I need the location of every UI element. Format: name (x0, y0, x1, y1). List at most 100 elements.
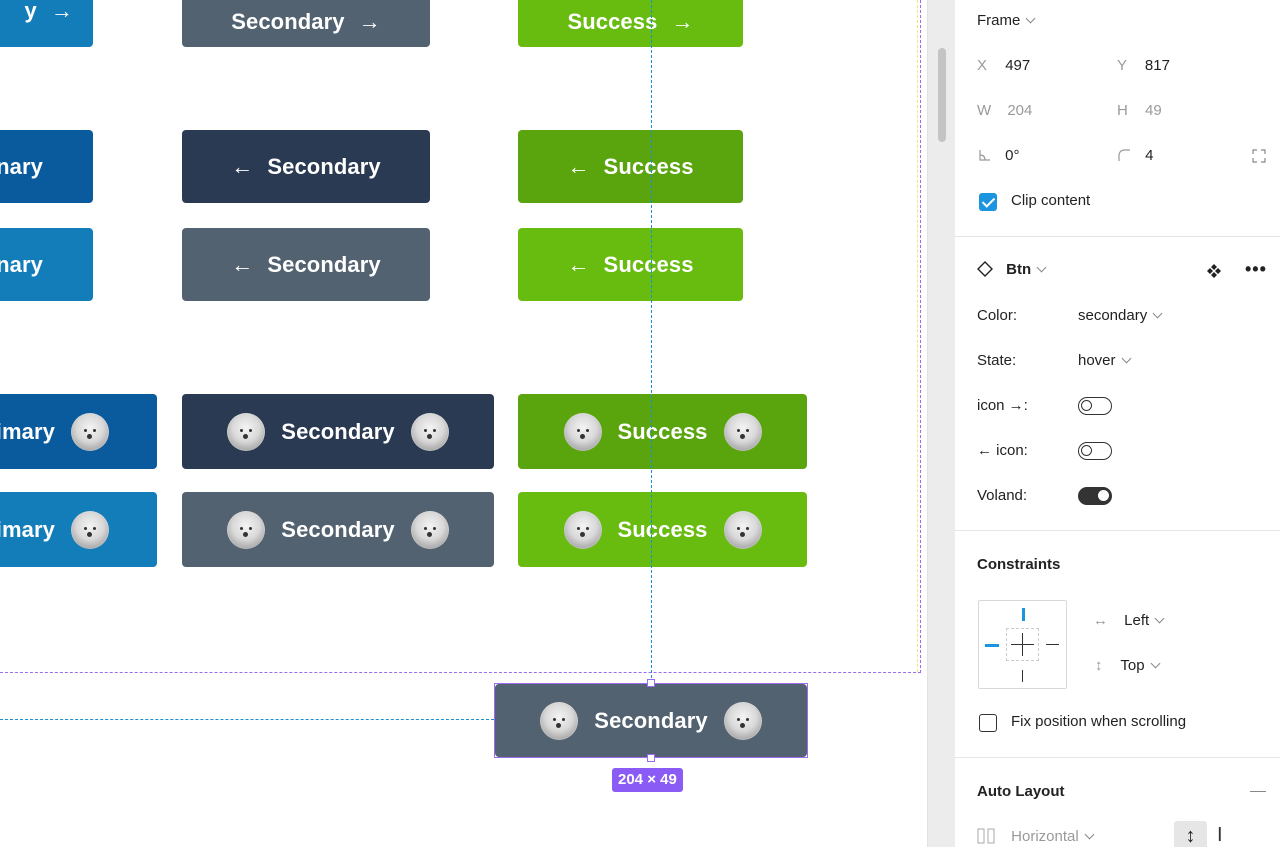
resize-handle-top[interactable] (647, 679, 655, 687)
color-prop-label: Color: (977, 307, 1018, 324)
arrow-left-icon: ← (231, 251, 254, 277)
go-to-main-component-icon[interactable] (1206, 263, 1222, 279)
button-label: Secondary (231, 9, 345, 34)
canvas-scrollbar[interactable] (927, 0, 955, 847)
vertical-guide-line (651, 0, 652, 683)
button-label: nary (0, 153, 43, 179)
secondary-button-arrow-left[interactable]: ← Secondary (182, 228, 430, 301)
clip-content-checkbox[interactable] (979, 193, 997, 211)
constraints-inner-box (1006, 628, 1039, 661)
more-options-icon[interactable]: ••• (1245, 259, 1267, 279)
selected-secondary-button[interactable]: Secondary (495, 684, 807, 757)
arrow-left-icon: ← (567, 153, 590, 179)
resize-vertical-icon[interactable]: ↕ (1174, 821, 1207, 847)
w-value: 204 (1007, 102, 1033, 119)
y-field[interactable]: Y 817 (1117, 57, 1170, 74)
frame-boundary (0, 0, 921, 673)
layout-direction-value: Horizontal (1011, 828, 1079, 845)
fix-position-checkbox[interactable] (979, 714, 997, 732)
resize-handle-bottom[interactable] (647, 754, 655, 762)
wolf-avatar-icon (723, 510, 762, 549)
chevron-down-icon (1036, 262, 1047, 273)
constraint-left-indicator[interactable] (985, 644, 999, 647)
vertical-arrows-icon: ↕ (1095, 657, 1103, 674)
button-label: Success (567, 9, 658, 34)
button-label: imary (0, 516, 55, 542)
chevron-down-icon (1121, 353, 1131, 364)
primary-button-avatar[interactable]: imary (0, 492, 157, 567)
success-button-avatar[interactable]: Success (518, 492, 807, 567)
remove-auto-layout-icon[interactable] (1250, 791, 1266, 792)
x-field[interactable]: X 497 (977, 57, 1030, 74)
voland-prop-label: Voland: (977, 487, 1028, 504)
chevron-down-icon (1025, 13, 1036, 24)
color-prop-value: secondary (1078, 307, 1148, 324)
component-name: Btn (1006, 261, 1032, 278)
rotation-field[interactable]: 0° (977, 147, 1020, 164)
wolf-avatar-icon (410, 510, 449, 549)
icon-right-prop-label: icon →: (977, 397, 1028, 414)
button-label: imary (0, 418, 55, 444)
wolf-avatar-icon (227, 412, 266, 451)
color-prop-dropdown[interactable]: secondary (1078, 307, 1163, 324)
wolf-avatar-icon (71, 510, 109, 549)
frame-section: Frame X 497 Y 817 W 204 H 49 0° 4 Clip c… (955, 0, 1280, 237)
secondary-button-arrow-left-hover[interactable]: ← Secondary (182, 130, 430, 203)
success-button-arrow-left[interactable]: ← Success (518, 228, 743, 301)
button-label: nary (0, 251, 43, 277)
success-button-avatar-hover[interactable]: Success (518, 394, 807, 469)
size-badge: 204 × 49 (612, 768, 683, 792)
horizontal-guide-line (0, 719, 494, 720)
icon-right-toggle[interactable] (1078, 397, 1112, 415)
constraints-widget[interactable] (978, 600, 1067, 689)
state-prop-value: hover (1078, 352, 1116, 369)
vertical-constraint-dropdown[interactable]: ↕ Top (1095, 657, 1161, 674)
component-name-dropdown[interactable]: Btn (977, 261, 1047, 278)
auto-layout-title: Auto Layout (977, 783, 1065, 800)
design-canvas[interactable]: y → Secondary → Success → nary ← Seconda… (0, 0, 927, 847)
layout-direction-dropdown[interactable]: Horizontal (977, 828, 1095, 845)
success-button-arrow-left-hover[interactable]: ← Success (518, 130, 743, 203)
clip-content-label: Clip content (1011, 192, 1091, 209)
constraint-top-indicator[interactable] (1022, 608, 1025, 621)
primary-button-arrow-left-hover[interactable]: nary (0, 130, 93, 203)
wolf-avatar-icon (723, 701, 762, 740)
secondary-button-avatar[interactable]: Secondary (182, 492, 494, 567)
arrow-left-icon: ← (567, 251, 590, 277)
h-value: 49 (1145, 102, 1162, 119)
state-prop-dropdown[interactable]: hover (1078, 352, 1131, 369)
chevron-down-icon (1150, 658, 1161, 669)
secondary-button-arrow-right[interactable]: Secondary → (182, 0, 430, 47)
icon-left-toggle[interactable] (1078, 442, 1112, 460)
properties-panel: Frame X 497 Y 817 W 204 H 49 0° 4 Clip c… (955, 0, 1280, 847)
constraints-section: Constraints ↔ Left ↕ Top Fix position wh… (955, 531, 1280, 758)
horizontal-arrows-icon: ↔ (1093, 612, 1108, 629)
constraint-bottom-indicator[interactable] (1022, 670, 1023, 682)
auto-layout-section: Auto Layout Horizontal ↕ I (955, 758, 1280, 847)
rotation-value: 0° (1005, 147, 1020, 164)
w-field[interactable]: W 204 (977, 102, 1032, 119)
success-button-arrow-right[interactable]: Success → (518, 0, 743, 47)
button-label: Secondary (267, 251, 381, 277)
voland-toggle[interactable] (1078, 487, 1112, 505)
corner-radius-field[interactable]: 4 (1117, 147, 1154, 164)
corner-radius-icon (1118, 149, 1130, 161)
scrollbar-thumb[interactable] (938, 48, 946, 142)
primary-button-arrow-left[interactable]: nary (0, 228, 93, 301)
frame-type-label: Frame (977, 12, 1021, 29)
independent-corners-icon[interactable] (1252, 149, 1266, 163)
primary-button-arrow-right[interactable]: y → (0, 0, 93, 47)
wolf-avatar-icon (540, 701, 579, 740)
horizontal-constraint-dropdown[interactable]: ↔ Left (1093, 612, 1165, 629)
constraint-center-h[interactable] (1011, 644, 1034, 645)
constraints-title: Constraints (977, 556, 1061, 573)
button-label: y (24, 0, 37, 23)
frame-type-dropdown[interactable]: Frame (977, 12, 1036, 29)
horizontal-constraint-value: Left (1124, 612, 1150, 629)
secondary-button-avatar-hover[interactable]: Secondary (182, 394, 494, 469)
constraint-right-indicator[interactable] (1046, 644, 1059, 645)
button-label: Secondary (281, 516, 395, 542)
vertical-constraint-value: Top (1120, 657, 1145, 674)
h-field[interactable]: H 49 (1117, 102, 1162, 119)
primary-button-avatar-hover[interactable]: imary (0, 394, 157, 469)
